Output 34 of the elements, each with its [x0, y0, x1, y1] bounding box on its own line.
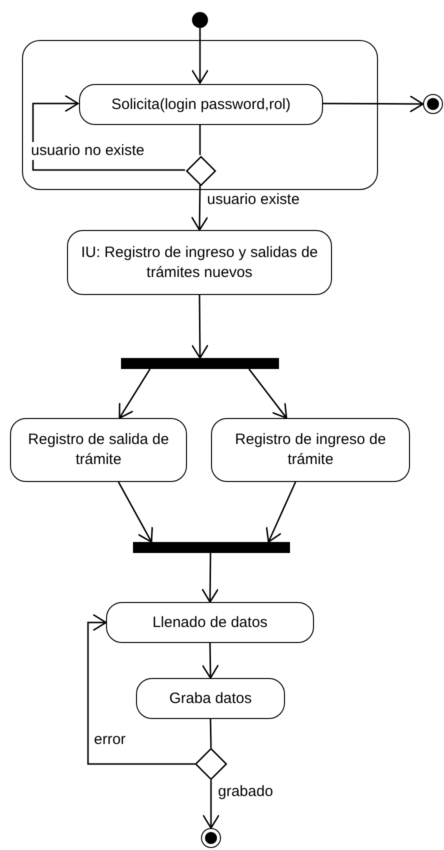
activity-box	[67, 230, 332, 295]
activity-label: Graba datos	[169, 688, 252, 708]
arrow	[248, 368, 288, 419]
arrow	[201, 553, 219, 603]
edge-label: grabado	[217, 783, 274, 801]
decision-diamond	[186, 156, 216, 186]
activity-box	[136, 678, 285, 719]
activity-box	[10, 418, 187, 482]
arrow	[202, 780, 220, 829]
activity-label: IU: Registro de ingreso y salidas de trámites nuevos	[80, 242, 319, 282]
arrow	[266, 482, 296, 543]
edge-label: usuario no existe	[30, 142, 146, 160]
activity-label: Registro de salida de trámite	[27, 430, 170, 470]
activity-box	[106, 602, 314, 643]
start-node	[192, 12, 208, 28]
arrow	[202, 642, 220, 679]
activity-label: Registro de ingreso de trámite	[234, 430, 387, 470]
end-node	[201, 828, 221, 848]
decision-diamond	[195, 748, 227, 780]
arrow	[118, 482, 153, 543]
activity-box	[79, 84, 323, 125]
arrow	[32, 94, 185, 171]
arrow	[190, 185, 208, 231]
activity-label: Llenado de datos	[152, 612, 268, 632]
arrow	[322, 95, 424, 113]
sync-bar	[133, 542, 290, 553]
arrow	[191, 295, 209, 359]
sync-bar	[121, 358, 279, 369]
activity-box	[211, 418, 410, 482]
arrow	[118, 368, 151, 419]
arrow	[191, 28, 209, 84]
arrow	[87, 614, 195, 765]
end-node	[423, 94, 443, 114]
activity-label: Solicita(login password,rol)	[111, 94, 291, 114]
